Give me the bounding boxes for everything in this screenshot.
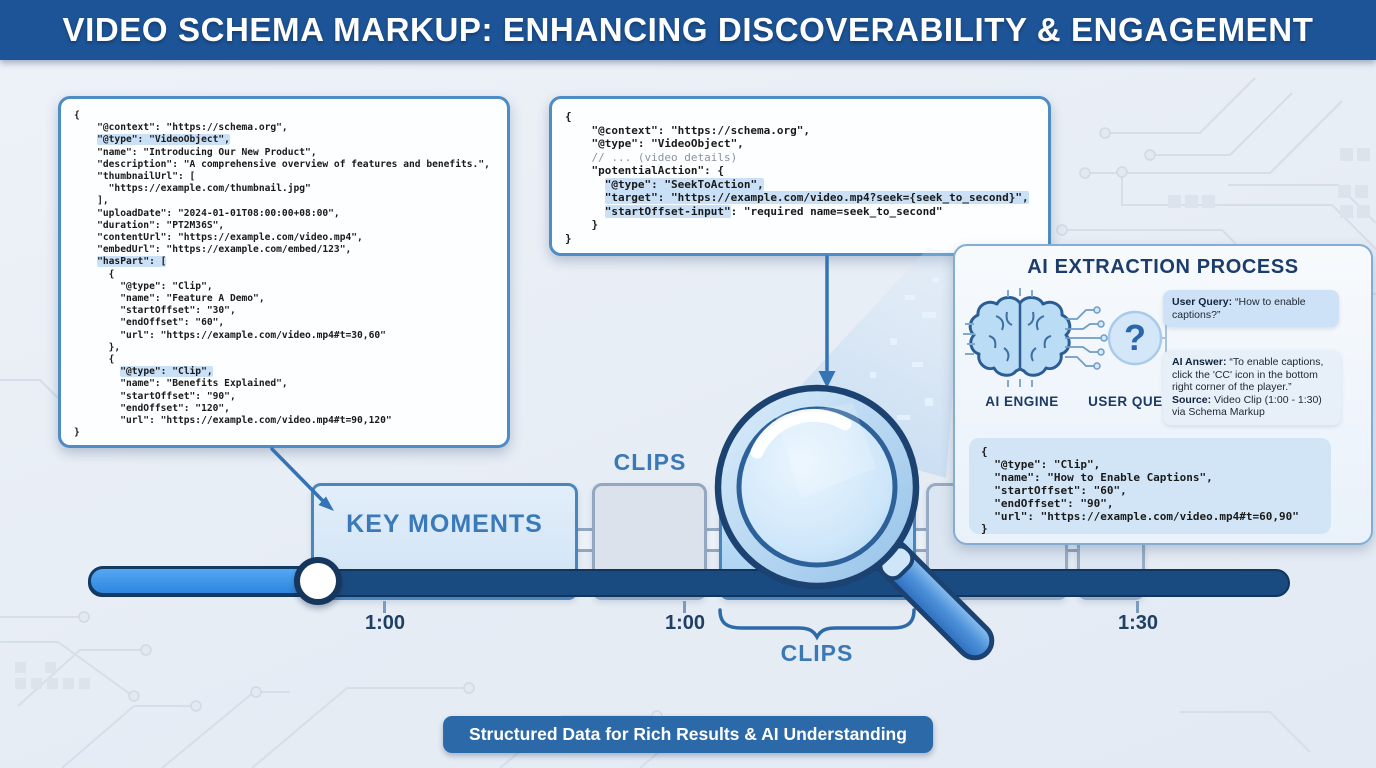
timeline-tick: [683, 601, 686, 613]
ai-panel-title: AI EXTRACTION PROCESS: [1027, 256, 1299, 278]
json-code: { "@context": "https://schema.org", "@ty…: [565, 110, 1029, 245]
ai-answer-bubble: AI Answer: “To enable captions, click th…: [1163, 350, 1341, 425]
ai-engine-label: AI ENGINE: [985, 394, 1059, 409]
video-schema-code-block: { "@context": "https://schema.org", "@ty…: [58, 96, 510, 448]
seek-action-code-block: { "@context": "https://schema.org", "@ty…: [549, 96, 1051, 256]
ai-figures: ?: [963, 288, 1170, 387]
clips-bottom-label: CLIPS: [780, 640, 854, 666]
page-title: VIDEO SCHEMA MARKUP: ENHANCING DISCOVERA…: [62, 11, 1314, 48]
extracted-clip-code-bubble: { "@type": "Clip", "name": "How to Enabl…: [969, 438, 1331, 534]
timeline-tick: [383, 601, 386, 613]
footer-banner: Structured Data for Rich Results & AI Un…: [443, 716, 933, 753]
ai-answer-source-label: Source:: [1172, 393, 1212, 406]
timestamp-label: 1:30: [1117, 612, 1159, 634]
ai-answer-bubble-text: “To enable captions, click the 'CC' icon…: [1172, 356, 1324, 394]
clips-top-label: CLIPS: [613, 449, 687, 475]
ai-extraction-panel: AI EXTRACTION PROCESS: [953, 244, 1373, 545]
playhead-handle: [294, 557, 342, 605]
question-mark-icon: ?: [1107, 310, 1163, 366]
timestamp-label: 1:00: [664, 612, 706, 634]
circuit-lines: [1065, 309, 1101, 367]
ai-answer-bubble-label: AI Answer:: [1172, 356, 1227, 368]
user-query-bubble-label: User Query:: [1172, 296, 1233, 308]
json-code: { "@type": "Clip", "name": "How to Enabl…: [981, 445, 1299, 534]
arrow-to-magnifier: [818, 255, 836, 388]
timestamp-label: 1:00: [364, 612, 406, 634]
svg-text:?: ?: [1124, 317, 1146, 358]
brain-icon: [963, 288, 1072, 387]
ai-answer-source-text: Video Clip (1:00 - 1:30) via Schema Mark…: [1172, 393, 1322, 419]
timeline-progress: [88, 566, 326, 596]
header-banner: VIDEO SCHEMA MARKUP: ENHANCING DISCOVERA…: [0, 0, 1376, 60]
timeline-connector: [576, 528, 594, 552]
json-code: { "@context": "https://schema.org", "@ty…: [74, 110, 490, 439]
timeline-tick: [1136, 601, 1139, 613]
user-query-label: USER QUERY: [1088, 394, 1182, 409]
user-query-bubble: User Query: “How to enable captions?”: [1163, 290, 1339, 328]
key-moments-label: KEY MOMENTS: [346, 510, 543, 538]
